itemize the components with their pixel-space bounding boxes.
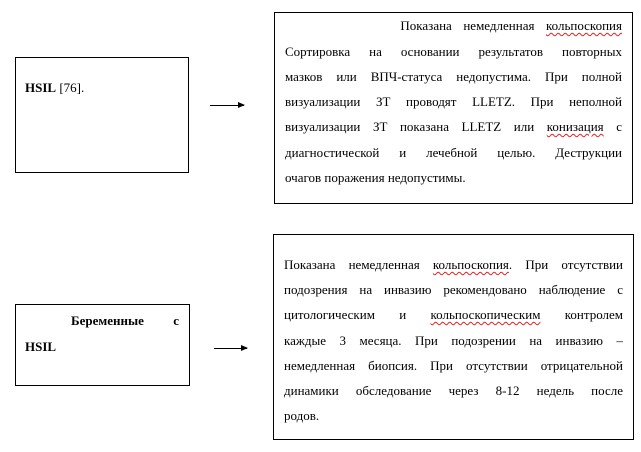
condition-label-line2: HSIL (25, 339, 56, 355)
text-segment: немедленная биопсия. При отсутствии отри… (284, 358, 623, 373)
spellcheck-flagged-word: конизация (546, 119, 604, 134)
text-segment: диагностической и лечебной целью. Дестру… (285, 145, 622, 160)
recommendation-line: родов. (284, 408, 623, 424)
recommendation-line: Сортировка на основании результатов повт… (285, 44, 622, 60)
recommendation-line: Показана немедленная кольпоскопия. При о… (284, 257, 623, 273)
recommendation-line: каждые 3 месяца. При подозрении на инваз… (284, 333, 623, 349)
text-segment: родов. (284, 408, 320, 423)
text-segment: Показана немедленная (284, 257, 433, 272)
recommendation-line: визуализации ЗТ показана LLETZ или кониз… (285, 119, 622, 135)
text-segment: каждые 3 месяца. При подозрении на инваз… (284, 333, 623, 348)
arrow-icon (214, 345, 248, 351)
spellcheck-flagged-word: кольпоскопия (432, 257, 509, 272)
recommendation-line: подозрения на инвазию рекомендовано набл… (284, 282, 623, 298)
condition-label: HSIL [76]. (25, 80, 84, 96)
recommendation-box-pregnant-hsil: Показана немедленная кольпоскопия. При о… (273, 234, 634, 440)
recommendation-line: очагов поражения недопустимы. (285, 170, 622, 186)
condition-box-pregnant-hsil: Беременные с HSIL (15, 304, 190, 386)
text-segment: мазков или ВПЧ-статуса недопустима. При … (285, 69, 622, 84)
recommendation-line: мазков или ВПЧ-статуса недопустима. При … (285, 69, 622, 85)
spellcheck-flagged-word: кольпоскопическим (430, 307, 541, 322)
condition-bold: HSIL (25, 80, 57, 95)
recommendation-line: немедленная биопсия. При отсутствии отри… (284, 358, 623, 374)
text-segment: . При отсутствии (508, 257, 623, 272)
condition-bold: Беременные с (71, 313, 179, 328)
condition-ref: [76]. (56, 80, 85, 95)
text-segment: Показана немедленная (285, 18, 546, 33)
text-segment: цитологическим и (284, 307, 431, 322)
condition-bold: HSIL (25, 339, 57, 354)
condition-box-hsil: HSIL [76]. (15, 57, 189, 173)
recommendation-line: динамики обследование через 8-12 недель … (284, 383, 623, 399)
recommendation-line: Показана немедленная кольпоскопия (285, 18, 622, 34)
text-segment: визуализации ЗТ проводят LLETZ. При непо… (285, 94, 622, 109)
text-segment: контролем (540, 307, 624, 322)
spellcheck-flagged-word: кольпоскопия (545, 18, 622, 33)
recommendation-line: цитологическим и кольпоскопическим контр… (284, 307, 623, 323)
text-segment: с (603, 119, 622, 134)
text-segment: очагов поражения недопустимы. (285, 170, 466, 185)
condition-label-line1: Беременные с (25, 313, 179, 329)
text-segment: визуализации ЗТ показана LLETZ или (285, 119, 547, 134)
text-segment: Сортировка на основании результатов повт… (285, 44, 622, 59)
recommendation-line: диагностической и лечебной целью. Дестру… (285, 145, 622, 161)
text-segment: подозрения на инвазию рекомендовано набл… (284, 282, 623, 297)
text-segment: динамики обследование через 8-12 недель … (284, 383, 623, 398)
recommendation-line: визуализации ЗТ проводят LLETZ. При непо… (285, 94, 622, 110)
arrow-icon (210, 102, 245, 108)
